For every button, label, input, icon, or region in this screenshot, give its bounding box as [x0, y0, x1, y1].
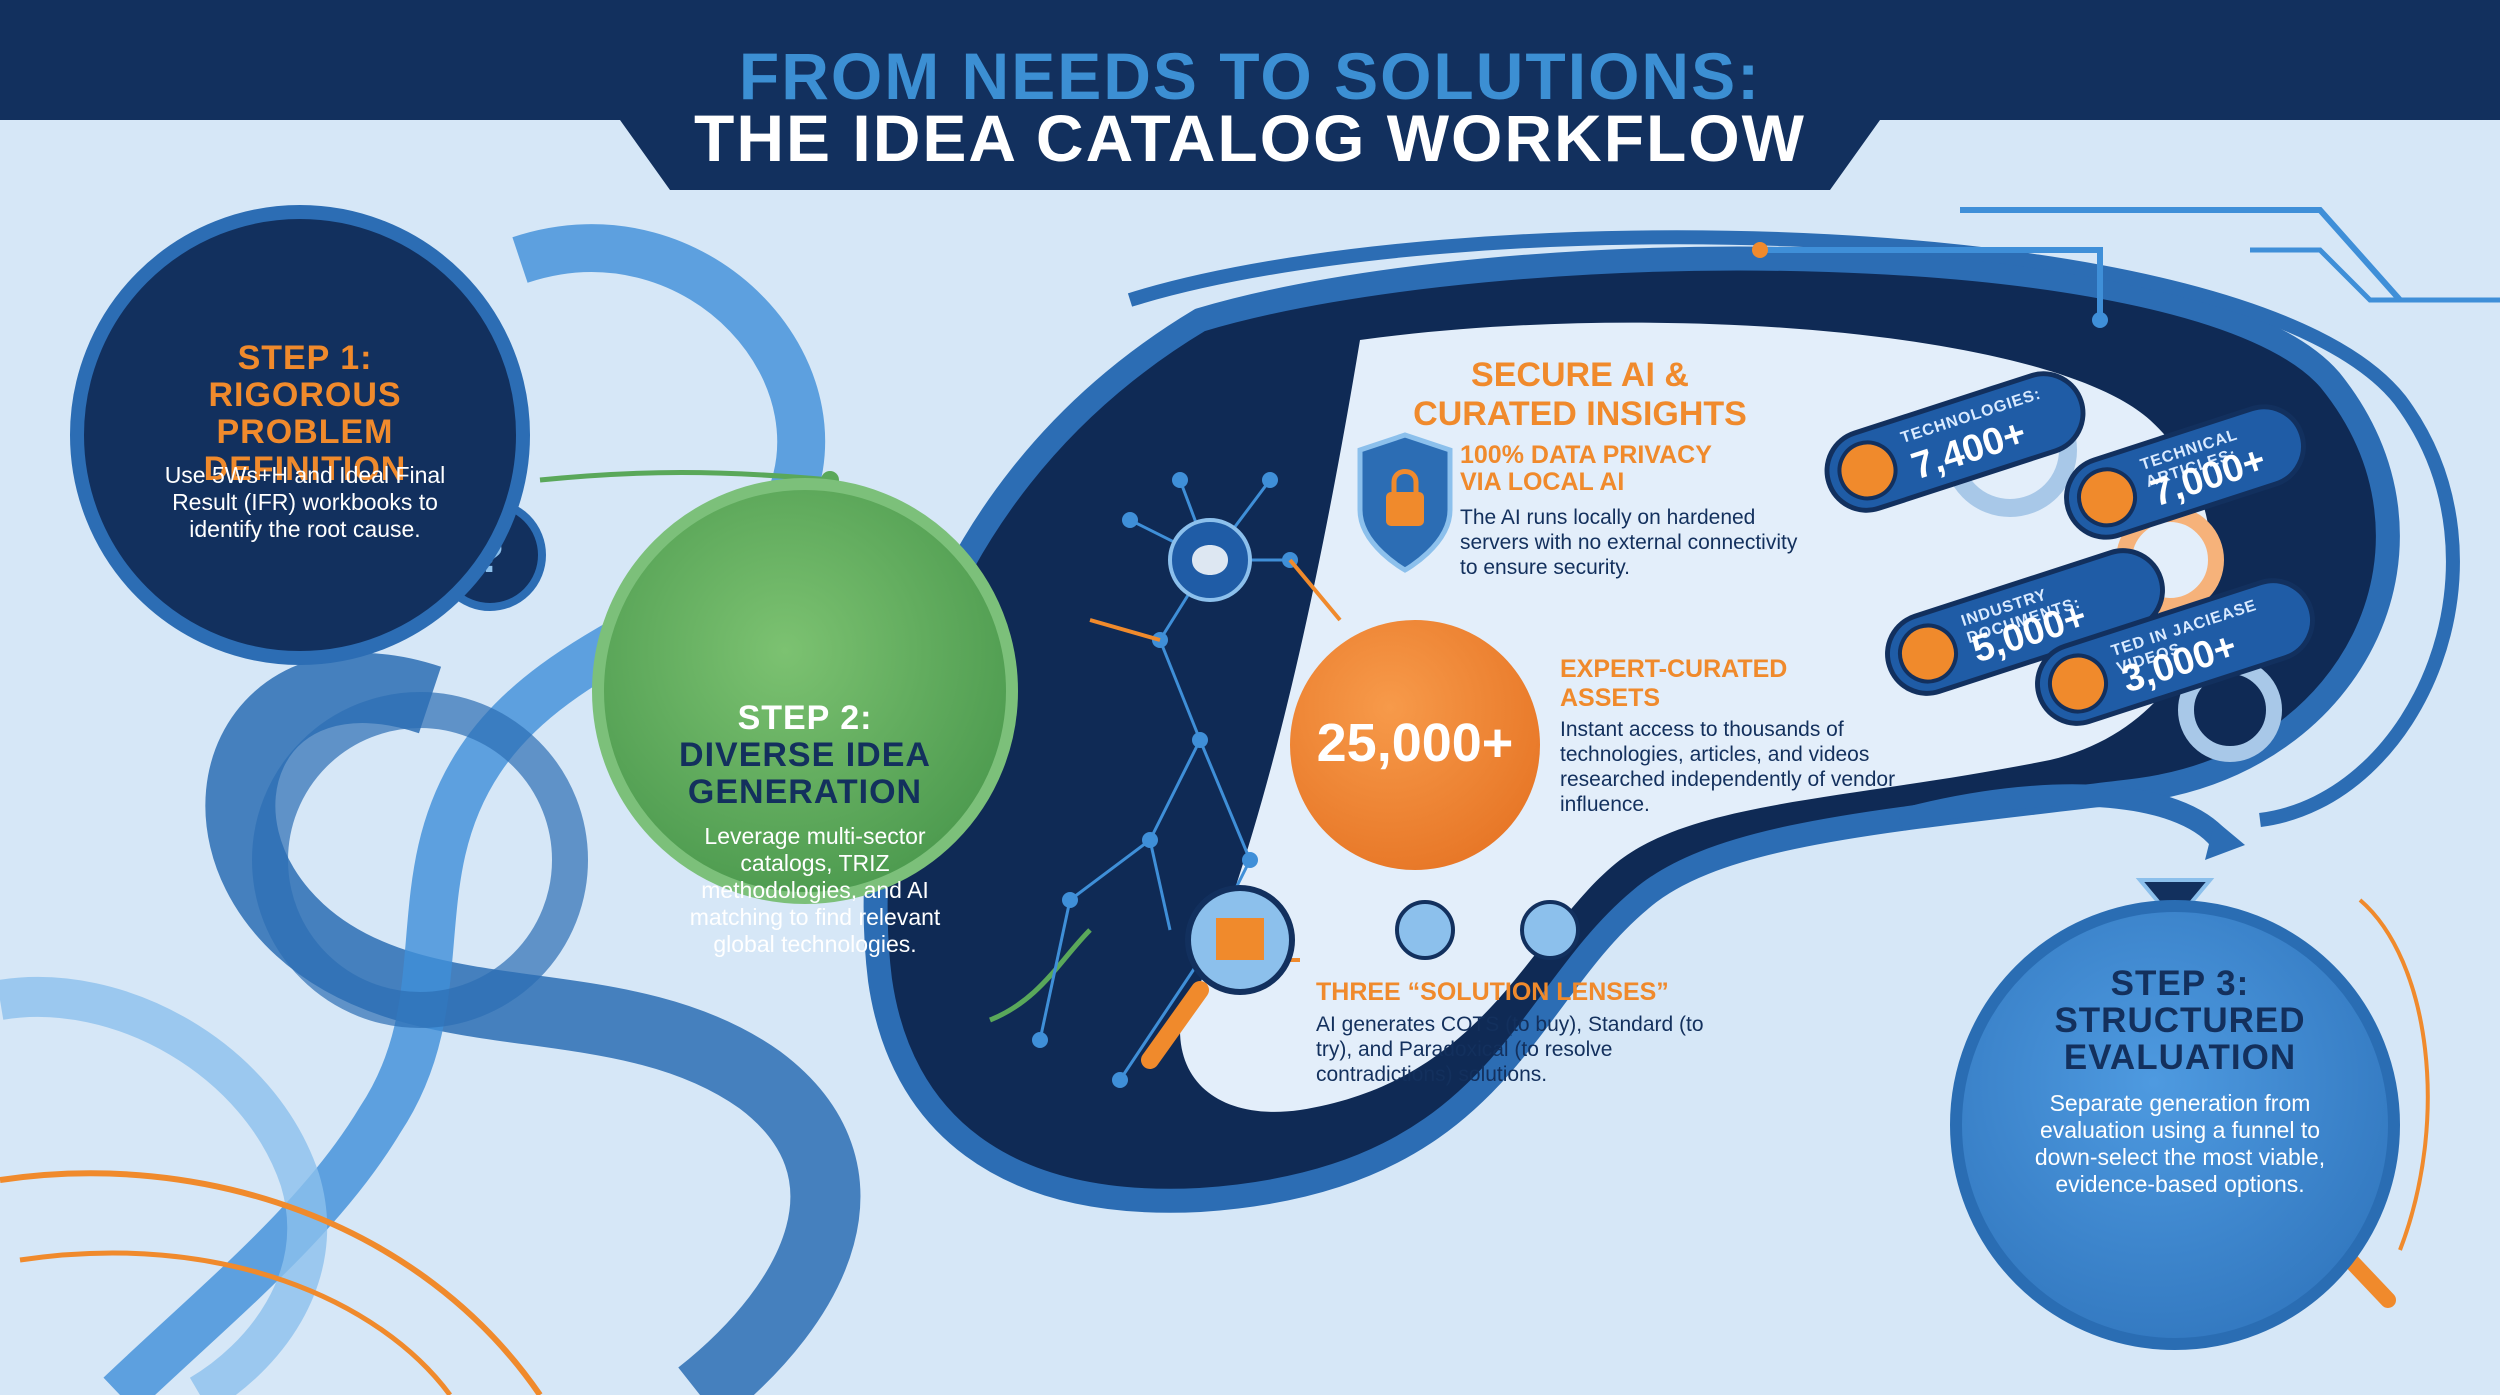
- circuit-node-a: [2092, 312, 2108, 328]
- secure-title: SECURE AI & CURATED INSIGHTS: [1380, 356, 1780, 434]
- secure-title-line2: CURATED INSIGHTS: [1413, 395, 1747, 433]
- video-icon: [2040, 645, 2116, 722]
- outer-track: [1127, 230, 2460, 827]
- secure-title-line1: SECURE AI &: [1471, 356, 1689, 394]
- step1-title: STEP 1: RIGOROUS PROBLEM DEFINITION: [140, 340, 470, 488]
- circuit-line-b: [1960, 207, 2403, 302]
- lens-body: AI generates COTS (to buy), Standard (to…: [1316, 1013, 1704, 1086]
- orange-link-a: [1288, 558, 1342, 622]
- step1-body: Use 5Ws+H and Ideal Final Result (IFR) w…: [164, 462, 446, 542]
- step1-title-line3: DEFINITION: [203, 450, 407, 488]
- circuit-line-c: [2250, 247, 2500, 303]
- step2-title-line2: DIVERSE IDEA: [679, 736, 931, 774]
- circuit-node-b: [1752, 242, 1768, 258]
- document-icon: [2069, 459, 2145, 536]
- step2-title-line3: GENERATION: [687, 773, 923, 811]
- wrench-icon: [1395, 900, 1455, 960]
- lock-icon: [1386, 492, 1424, 526]
- swirl-loop: [252, 692, 588, 1028]
- green-connector-b: [989, 928, 1092, 1023]
- step3-title-line2: STRUCTURED: [2054, 1001, 2306, 1040]
- circuit-line-a: [1760, 247, 2103, 320]
- orange-streak-a: [0, 1170, 543, 1395]
- document-icon: [1890, 615, 1966, 692]
- orange-streak-b: [19, 1250, 453, 1395]
- expert-body: Instant access to thousands of technolog…: [1560, 718, 1896, 816]
- expert-title-line2: ASSETS: [1560, 684, 1661, 712]
- arrow-head: [2205, 820, 2245, 860]
- page-title-line2: THE IDEA CATALOG WORKFLOW: [694, 101, 1806, 175]
- gear-icon: [1829, 432, 1906, 509]
- step2-title: STEP 2: DIVERSE IDEA GENERATION: [640, 700, 970, 811]
- page-title-line1: FROM NEEDS TO SOLUTIONS:: [738, 39, 1762, 113]
- asset-count-circle: [1290, 620, 1540, 870]
- lens-title: THREE “SOLUTION LENSES”: [1316, 978, 1669, 1006]
- privacy-title: 100% DATA PRIVACY VIA LOCAL AI: [1460, 442, 1810, 496]
- privacy-title-line2: VIA LOCAL AI: [1460, 468, 1625, 496]
- swirl-ribbon-c: [0, 976, 328, 1395]
- step3-title-line1: STEP 3:: [2110, 964, 2250, 1003]
- privacy-title-line1: 100% DATA PRIVACY: [1460, 441, 1712, 469]
- puzzle-icon: [1520, 900, 1580, 960]
- green-connector: [539, 470, 831, 483]
- asset-count: 25,000+: [1316, 713, 1514, 773]
- step3-title: STEP 3: STRUCTURED EVALUATION: [2020, 965, 2340, 1076]
- step3-body: Separate generation from evaluation usin…: [2034, 1090, 2326, 1197]
- header-band: [0, 0, 2500, 190]
- step1-title-line2: RIGOROUS PROBLEM: [208, 376, 402, 451]
- step1-title-line1: STEP 1:: [237, 339, 373, 377]
- expert-title: EXPERT-CURATED ASSETS: [1560, 655, 1860, 713]
- arrow-track: [1897, 784, 2229, 848]
- orange-arc-step3: [2358, 898, 2430, 1251]
- expert-title-line1: EXPERT-CURATED: [1560, 655, 1788, 683]
- step2-title-line1: STEP 2:: [737, 699, 873, 737]
- orange-link-b: [1089, 618, 1161, 642]
- box-icon: [1216, 918, 1264, 960]
- step3-title-line3: EVALUATION: [2063, 1038, 2297, 1077]
- step2-body: Leverage multi-sector catalogs, TRIZ met…: [689, 823, 941, 957]
- privacy-body: The AI runs locally on hardened servers …: [1460, 506, 1798, 579]
- step3-circle: [1950, 900, 2400, 1350]
